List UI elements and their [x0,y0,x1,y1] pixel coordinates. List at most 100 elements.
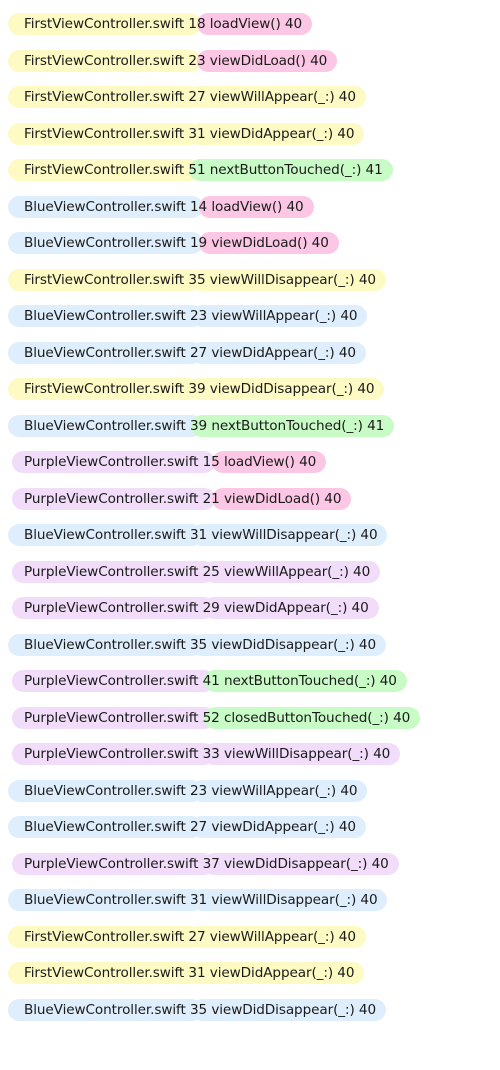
file-name: BlueViewController.swift [24,199,186,215]
log-code: 40 [340,308,358,324]
file-highlight [8,269,201,291]
log-row: PurpleViewController.swift 21 viewDidLoa… [0,486,500,512]
method-highlight [190,342,366,364]
file-name: BlueViewController.swift [24,527,186,543]
method-name: viewDidAppear(_:) [211,819,335,835]
line-number: 23 [189,783,208,799]
log-entry-text: FirstViewController.swift 23 viewDidLoad… [24,48,327,74]
method-name: closedButtonTouched(_:) [223,710,389,726]
log-entry-text: FirstViewController.swift 31 viewDidAppe… [24,121,355,147]
log-code: 40 [393,710,411,726]
log-row: PurpleViewController.swift 41 nextButton… [0,668,500,694]
method-name: viewWillAppear(_:) [211,783,337,799]
log-row: FirstViewController.swift 31 viewDidAppe… [0,121,500,147]
log-row: BlueViewController.swift 31 viewWillDisa… [0,522,500,548]
file-highlight [8,13,201,35]
file-name: FirstViewController.swift [24,126,185,142]
line-number: 41 [202,673,220,689]
file-highlight [12,488,216,510]
log-code: 40 [299,454,317,470]
log-row: BlueViewController.swift 14 loadView() 4… [0,194,500,220]
method-highlight [190,524,388,546]
file-highlight [12,451,216,473]
log-row: BlueViewController.swift 27 viewDidAppea… [0,814,500,840]
file-name: BlueViewController.swift [24,819,186,835]
log-row: BlueViewController.swift 23 viewWillAppe… [0,778,500,804]
log-entry-text: PurpleViewController.swift 25 viewWillAp… [24,559,370,585]
file-highlight [8,889,203,911]
file-highlight [8,305,203,327]
line-number: 29 [202,600,220,616]
log-row: FirstViewController.swift 31 viewDidAppe… [0,960,500,986]
method-name: viewWillDisappear(_:) [209,272,355,288]
method-name: viewDidAppear(_:) [211,345,335,361]
log-entry-text: PurpleViewController.swift 52 closedButt… [24,705,410,731]
log-row: PurpleViewController.swift 25 viewWillAp… [0,559,500,585]
file-name: PurpleViewController.swift [24,856,199,872]
file-name: PurpleViewController.swift [24,564,199,580]
method-highlight [190,780,368,802]
line-number: 27 [189,819,208,835]
log-row: FirstViewController.swift 27 viewWillApp… [0,84,500,110]
log-row: FirstViewController.swift 35 viewWillDis… [0,267,500,293]
log-row: FirstViewController.swift 51 nextButtonT… [0,157,500,183]
log-code: 40 [360,527,378,543]
file-name: BlueViewController.swift [24,637,186,653]
line-number: 35 [189,637,208,653]
file-highlight [12,597,216,619]
log-row: PurpleViewController.swift 29 viewDidApp… [0,595,500,621]
file-name: PurpleViewController.swift [24,491,199,507]
method-name: viewWillDisappear(_:) [223,746,369,762]
line-number: 39 [189,418,208,434]
log-entry-text: BlueViewController.swift 27 viewDidAppea… [24,340,356,366]
line-number: 27 [188,89,206,105]
file-name: FirstViewController.swift [24,965,185,981]
log-code: 40 [284,16,303,32]
method-name: viewDidDisappear(_:) [211,1002,355,1018]
log-entry-text: BlueViewController.swift 14 loadView() 4… [24,194,304,220]
log-row: FirstViewController.swift 39 viewDidDisa… [0,376,500,402]
log-code: 40 [337,126,355,142]
method-name: viewDidAppear(_:) [223,600,348,616]
log-code: 40 [337,965,355,981]
method-highlight [188,123,365,145]
log-entry-text: BlueViewController.swift 23 viewWillAppe… [24,303,358,329]
method-highlight [203,853,399,875]
file-highlight [8,926,201,948]
log-row: BlueViewController.swift 23 viewWillAppe… [0,303,500,329]
log-entry-text: PurpleViewController.swift 15 loadView()… [24,449,316,475]
method-highlight [203,670,407,692]
file-name: PurpleViewController.swift [24,454,199,470]
log-code: 40 [358,272,376,288]
log-row: FirstViewController.swift 27 viewWillApp… [0,924,500,950]
method-name: viewDidAppear(_:) [209,126,334,142]
log-entry-text: PurpleViewController.swift 33 viewWillDi… [24,741,390,767]
line-number: 31 [188,965,206,981]
file-highlight [8,232,203,254]
log-entry-text: BlueViewController.swift 35 viewDidDisap… [24,632,376,658]
file-name: BlueViewController.swift [24,235,186,251]
log-entry-text: BlueViewController.swift 19 viewDidLoad(… [24,230,329,256]
line-number: 23 [188,53,206,69]
method-name: viewWillAppear(_:) [211,308,337,324]
log-row: BlueViewController.swift 35 viewDidDisap… [0,632,500,658]
file-name: FirstViewController.swift [24,162,185,178]
file-highlight [12,707,216,729]
method-highlight [203,561,381,583]
log-entry-text: FirstViewController.swift 27 viewWillApp… [24,924,356,950]
line-number: 23 [189,308,208,324]
file-name: BlueViewController.swift [24,345,186,361]
line-number: 35 [188,272,206,288]
log-entry-text: BlueViewController.swift 31 viewWillDisa… [24,887,378,913]
log-code: 40 [338,819,356,835]
file-highlight [8,962,201,984]
file-name: FirstViewController.swift [24,272,185,288]
file-highlight [12,853,216,875]
method-name: loadView() [209,16,281,32]
method-name: loadView() [211,199,283,215]
log-code: 40 [351,600,369,616]
method-highlight [191,415,395,437]
file-name: BlueViewController.swift [24,418,186,434]
log-row: BlueViewController.swift 39 nextButtonTo… [0,413,500,439]
log-entry-text: FirstViewController.swift 39 viewDidDisa… [24,376,375,402]
